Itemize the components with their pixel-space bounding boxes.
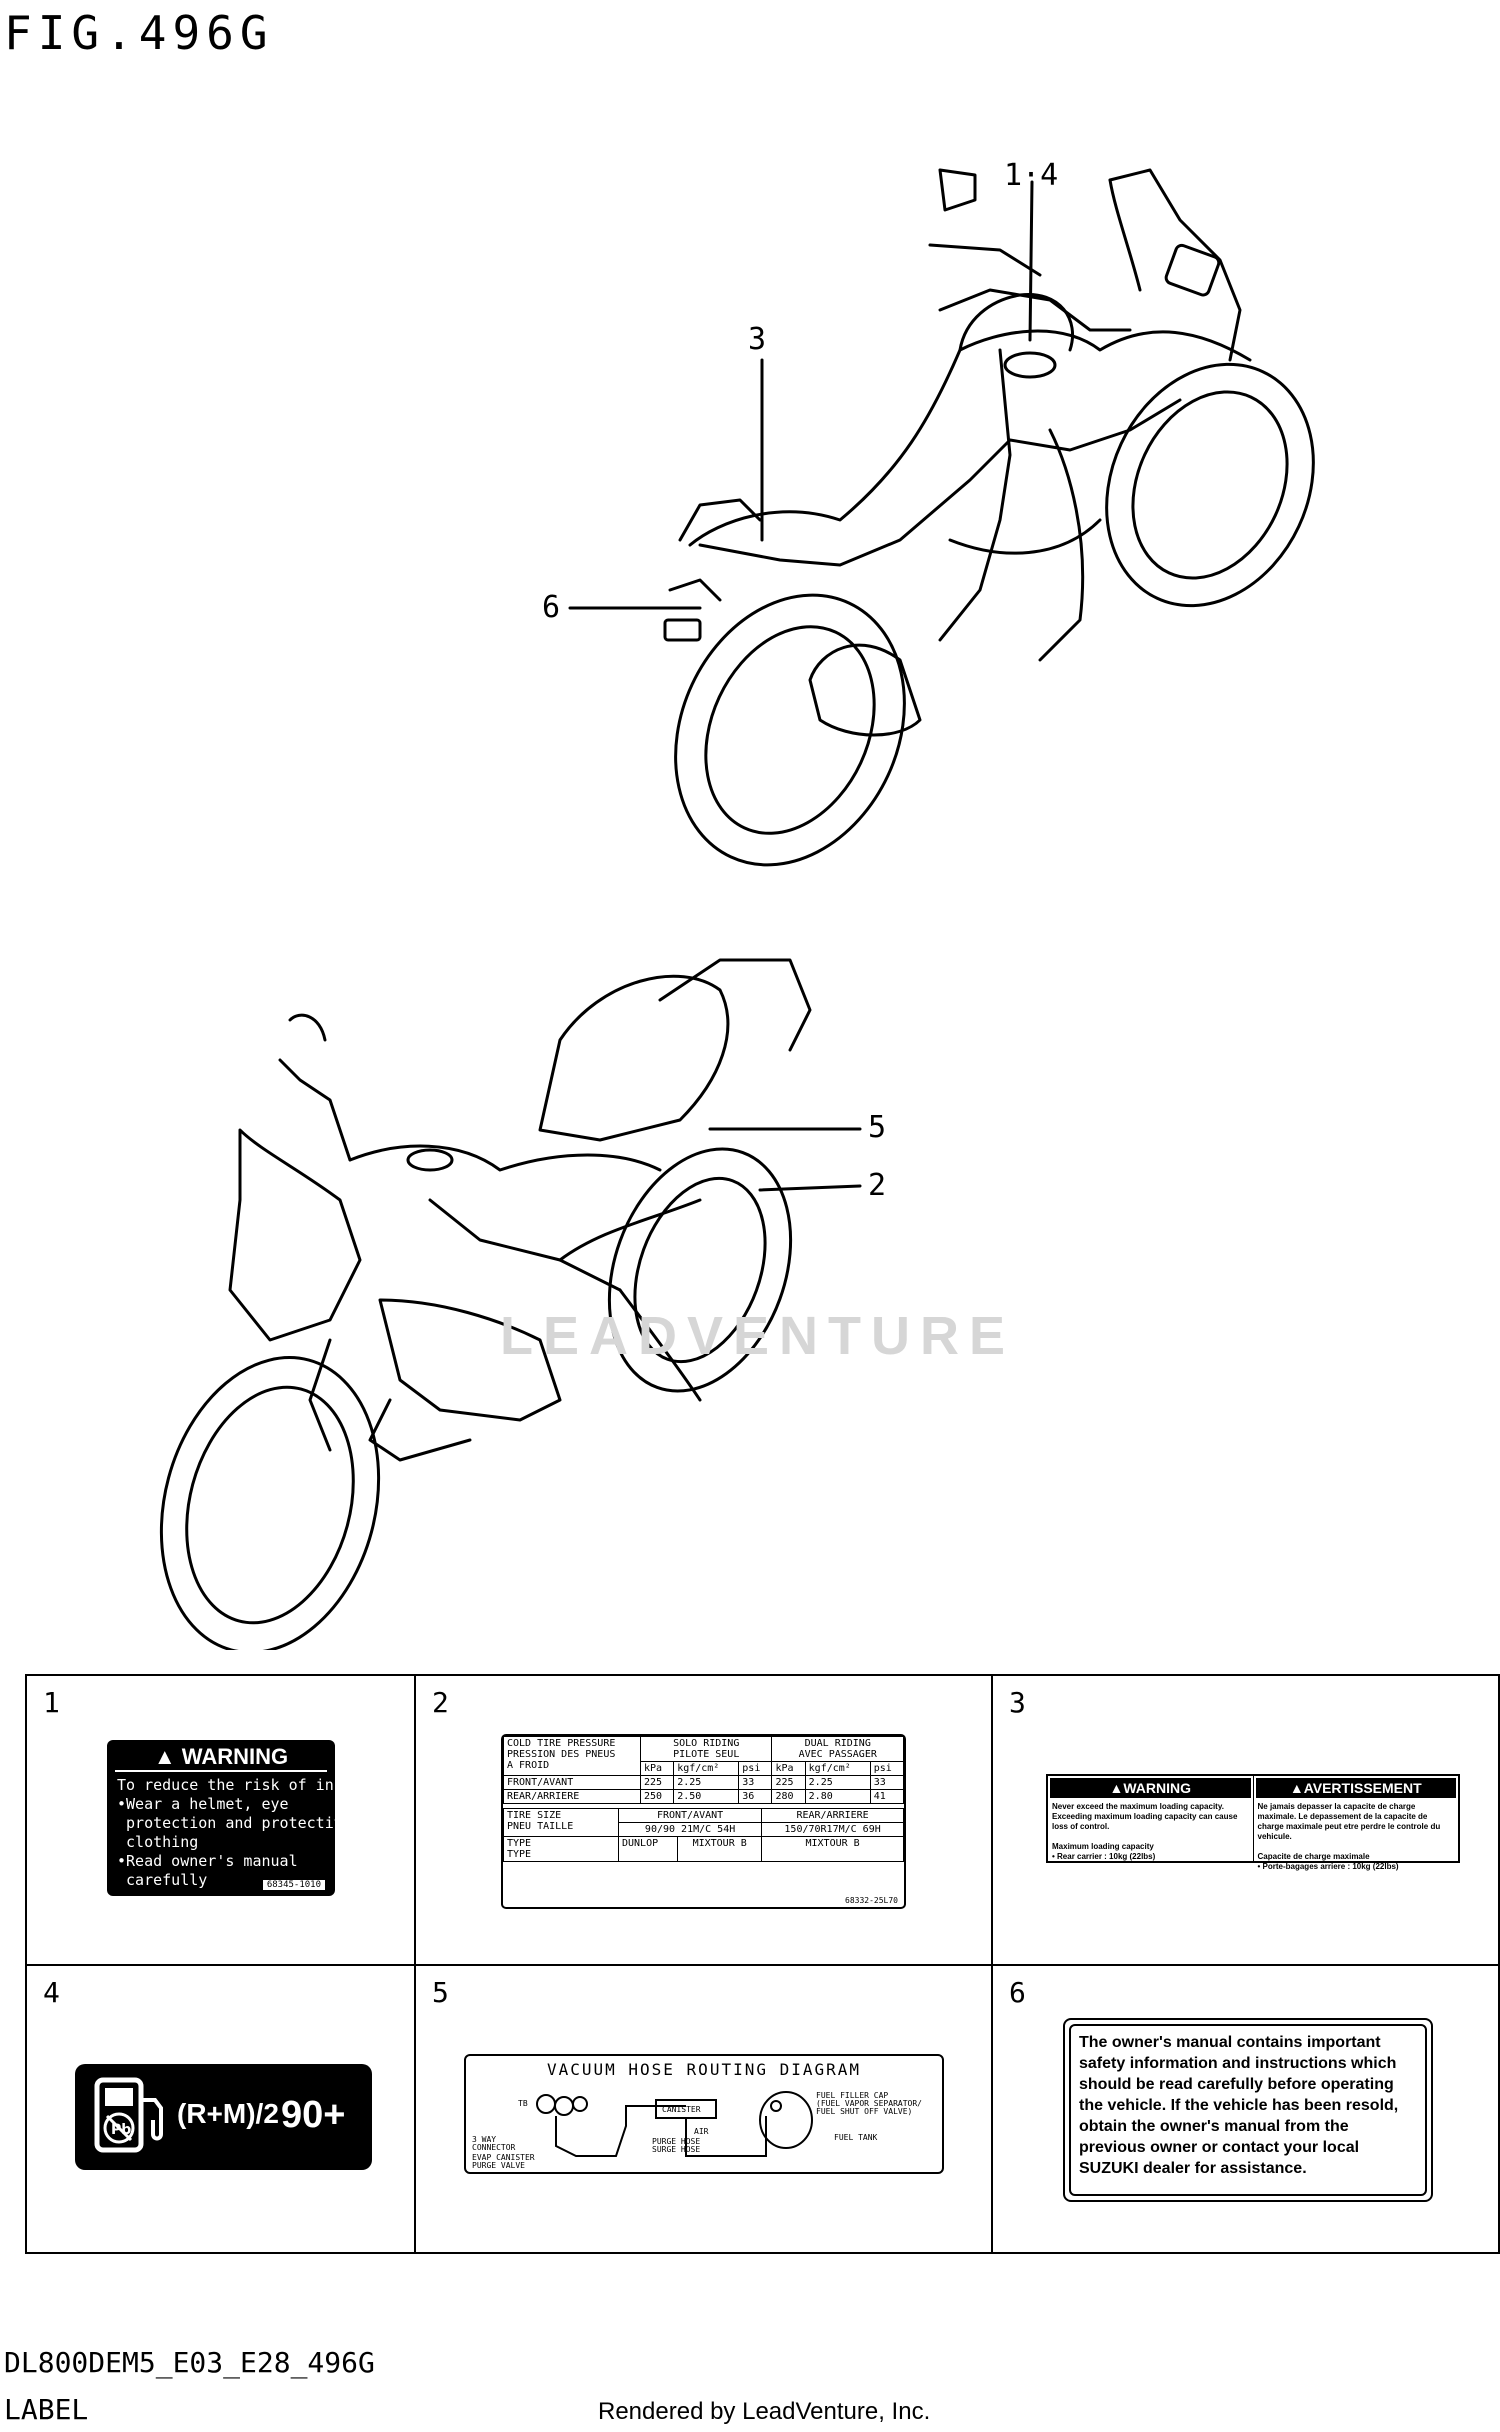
fuel-octane-label: Pb (R+M)/2 90+ xyxy=(75,2064,372,2170)
warning-heading: WARNING xyxy=(1123,1780,1192,1796)
octane-formula: (R+M)/2 xyxy=(177,2098,279,2129)
grid-divider xyxy=(414,1676,416,2252)
grid-divider xyxy=(27,1964,1498,1966)
french-warning: ▲AVERTISSEMENT Ne jamais depasser la cap… xyxy=(1254,1776,1459,1871)
rendered-by-credit: Rendered by LeadVenture, Inc. xyxy=(598,2398,931,2425)
callout-2: 2 xyxy=(868,1168,887,1203)
vacuum-part-label: EVAP CANISTER PURGE VALVE xyxy=(472,2153,535,2170)
english-warning: ▲WARNING Never exceed the maximum loadin… xyxy=(1048,1776,1254,1861)
part-cell-6: 6 The owner's manual contains important … xyxy=(993,1966,1500,2254)
vacuum-part-label: PURGE HOSE SURGE HOSE xyxy=(652,2137,701,2154)
part-cell-5: 5 VACUUM HOSE ROUTING DIAGRAM TB 3 WAY C… xyxy=(416,1966,993,2254)
vacuum-part-label: 3 WAY CONNECTOR xyxy=(472,2135,516,2152)
type-front-value: MIXTOUR B xyxy=(677,1836,763,1862)
callout-6: 6 xyxy=(542,590,561,625)
warning-triangle-icon: ▲ xyxy=(1289,1780,1304,1796)
unit-cell: kPa xyxy=(639,1761,675,1776)
label-code: 68345-1010 xyxy=(262,1880,325,1890)
part-cell-1: 1 ▲ WARNING To reduce the risk of injury… xyxy=(27,1676,416,1964)
part-cell-3: 3 ▲WARNING Never exceed the maximum load… xyxy=(993,1676,1500,1964)
unit-cell: psi xyxy=(738,1761,773,1776)
callout-3: 3 xyxy=(748,322,767,357)
owners-manual-label: The owner's manual contains important sa… xyxy=(1063,2018,1433,2202)
unit-cell: kgf/cm² xyxy=(673,1761,740,1776)
front-row-label: FRONT/AVANT xyxy=(503,1775,641,1790)
value-cell: 225 xyxy=(639,1775,675,1790)
type-label: TYPE TYPE xyxy=(503,1836,619,1862)
drawing-code: DL800DEM5_E03_E28_496G xyxy=(4,2346,375,2379)
warning-label: ▲ WARNING To reduce the risk of injury •… xyxy=(107,1740,370,1896)
value-cell: 41 xyxy=(869,1789,905,1804)
value-cell: 33 xyxy=(869,1775,905,1790)
value-cell: 33 xyxy=(738,1775,773,1790)
type-rear-value: MIXTOUR B xyxy=(761,1836,904,1862)
value-cell: 36 xyxy=(738,1789,773,1804)
value-cell: 2.80 xyxy=(804,1789,871,1804)
part-number: 2 xyxy=(432,1686,449,1719)
grid-divider xyxy=(991,1676,993,2252)
warning-text: To reduce the risk of injury •Wear a hel… xyxy=(117,1776,370,1889)
cold-tire-pressure-header: COLD TIRE PRESSURE PRESSION DES PNEUS A … xyxy=(503,1736,641,1776)
warning-triangle-icon: ▲ xyxy=(1109,1780,1124,1796)
callout-1-4: 1·4 xyxy=(1004,158,1059,193)
owners-manual-text: The owner's manual contains important sa… xyxy=(1069,2024,1427,2196)
leader-line-1-4 xyxy=(1028,180,1034,342)
octane-rating: 90+ xyxy=(281,2094,346,2136)
value-cell: 225 xyxy=(771,1775,806,1790)
solo-riding-header: SOLO RIDING PILOTE SEUL xyxy=(639,1736,773,1762)
part-number: 3 xyxy=(1009,1686,1026,1719)
vacuum-part-label: CANISTER xyxy=(662,2105,701,2114)
leader-line-2 xyxy=(758,1184,862,1192)
size-rear-header: REAR/ARRIERE xyxy=(761,1808,904,1823)
motorcycle-top xyxy=(663,168,1315,867)
motorcycle-bottom xyxy=(159,958,812,1650)
size-rear-value: 150/70R17M/C 69H xyxy=(761,1822,904,1837)
avertissement-text: Ne jamais depasser la capacite de charge… xyxy=(1257,1802,1441,1871)
warning-text: Never exceed the maximum loading capacit… xyxy=(1052,1802,1238,1861)
value-cell: 250 xyxy=(639,1789,675,1804)
unit-cell: kgf/cm² xyxy=(804,1761,871,1776)
label-code: 68332-25L70 xyxy=(845,1896,898,1905)
part-number: 6 xyxy=(1009,1976,1026,2009)
callout-5: 5 xyxy=(868,1110,887,1145)
watermark: LEADVENTURE xyxy=(500,1306,1016,1366)
rear-row-label: REAR/ARRIERE xyxy=(503,1789,641,1804)
drawing-name: LABEL xyxy=(4,2393,89,2426)
value-cell: 2.25 xyxy=(804,1775,871,1790)
avertissement-heading: AVERTISSEMENT xyxy=(1303,1780,1422,1796)
vacuum-part-label: FUEL FILLER CAP (FUEL VAPOR SEPARATOR/ F… xyxy=(816,2091,922,2116)
vacuum-hose-title: VACUUM HOSE ROUTING DIAGRAM xyxy=(546,2060,862,2079)
exploded-diagram xyxy=(159,168,1315,1650)
vacuum-part-label: TB xyxy=(518,2099,528,2108)
tire-size-table: TIRE SIZE PNEU TAILLE FRONT/AVANT REAR/A… xyxy=(503,1808,904,1862)
unit-cell: kPa xyxy=(771,1761,806,1776)
loading-capacity-label: ▲WARNING Never exceed the maximum loadin… xyxy=(1046,1774,1460,1871)
warning-triangle-icon: ▲ xyxy=(153,1744,176,1769)
tire-pressure-table: COLD TIRE PRESSURE PRESSION DES PNEUS A … xyxy=(503,1736,905,1804)
vacuum-hose-diagram xyxy=(536,2091,813,2157)
tire-brand: DUNLOP xyxy=(617,1836,679,1862)
unit-cell: psi xyxy=(869,1761,905,1776)
vacuum-part-label: AIR xyxy=(694,2127,709,2136)
label-parts-grid: 1 ▲ WARNING To reduce the risk of injury… xyxy=(25,1674,1500,2254)
figure-title: FIG.496G xyxy=(4,6,274,60)
tire-pressure-label: COLD TIRE PRESSURE PRESSION DES PNEUS A … xyxy=(501,1734,906,1909)
part-cell-2: 2 COLD TIRE PRESSURE PRESSION DES PNEUS … xyxy=(416,1676,993,1964)
value-cell: 2.50 xyxy=(673,1789,740,1804)
vacuum-part-label: FUEL TANK xyxy=(834,2133,878,2142)
size-front-value: 90/90 21M/C 54H xyxy=(617,1822,763,1837)
warning-heading: ▲ WARNING xyxy=(115,1740,327,1772)
fuel-pump-icon: Pb xyxy=(94,2077,163,2153)
value-cell: 2.25 xyxy=(673,1775,740,1790)
vacuum-hose-label: VACUUM HOSE ROUTING DIAGRAM TB 3 WAY CON… xyxy=(464,2054,944,2174)
part-number: 5 xyxy=(432,1976,449,2009)
tire-size-label: TIRE SIZE PNEU TAILLE xyxy=(503,1808,619,1837)
value-cell: 280 xyxy=(771,1789,806,1804)
part-number: 4 xyxy=(43,1976,60,2009)
size-front-header: FRONT/AVANT xyxy=(617,1808,763,1823)
part-cell-4: 4 Pb (R+M)/2 90+ xyxy=(27,1966,416,2254)
part-number: 1 xyxy=(43,1686,60,1719)
dual-riding-header: DUAL RIDING AVEC PASSAGER xyxy=(771,1736,904,1762)
